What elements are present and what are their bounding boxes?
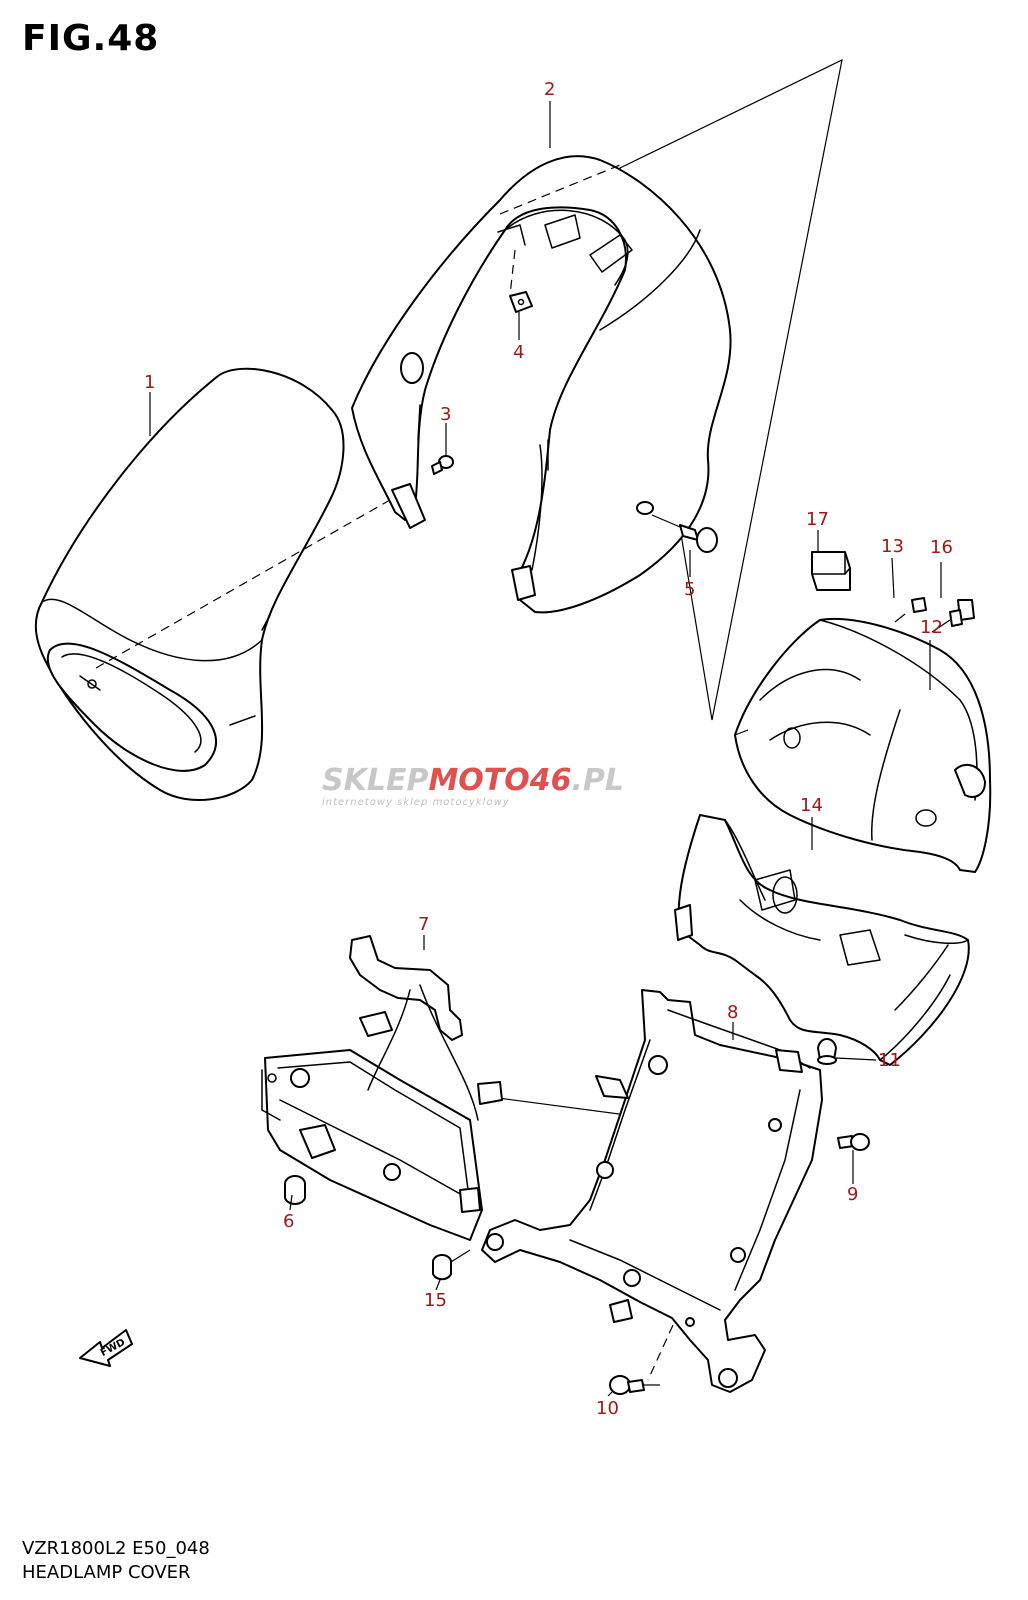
figure-title: FIG.48 bbox=[22, 18, 160, 59]
part-17-pad bbox=[811, 551, 851, 591]
callout-7: 7 bbox=[418, 914, 429, 935]
fit-line-housing-top bbox=[499, 164, 621, 215]
callout-4: 4 bbox=[513, 342, 524, 363]
model-code: VZR1800L2 E50_048 bbox=[22, 1538, 210, 1559]
watermark-part-3: 46 bbox=[529, 763, 572, 798]
fit-line-bracket-bolt bbox=[647, 1324, 674, 1381]
part-16-grommet bbox=[931, 599, 975, 633]
part-6-collar bbox=[284, 1175, 306, 1205]
part-10-bolt bbox=[609, 1375, 660, 1395]
callout-10: 10 bbox=[596, 1398, 619, 1419]
part-5-fastener bbox=[651, 514, 718, 553]
callout-2: 2 bbox=[544, 79, 555, 100]
part-9-bolt bbox=[837, 1133, 870, 1151]
fwd-arrow-icon: FWD bbox=[79, 1329, 133, 1367]
callout-1: 1 bbox=[144, 372, 155, 393]
figure-caption: HEADLAMP COVER bbox=[22, 1562, 191, 1583]
part-12-inner-cover bbox=[734, 617, 992, 873]
part-15-collar bbox=[432, 1249, 471, 1281]
callout-16: 16 bbox=[930, 537, 953, 558]
callout-13: 13 bbox=[881, 536, 904, 557]
part-14-lower-panel bbox=[674, 814, 970, 1066]
watermark-part-4: .PL bbox=[572, 763, 625, 798]
part-2-headlamp-housing bbox=[351, 155, 732, 614]
callout-12: 12 bbox=[920, 617, 943, 638]
part-11-grommet bbox=[817, 1038, 837, 1065]
fit-line-clip bbox=[509, 249, 516, 296]
part-13-nut bbox=[894, 597, 927, 623]
callout-6: 6 bbox=[283, 1211, 294, 1232]
callout-11: 11 bbox=[878, 1050, 901, 1071]
part-4-clip bbox=[509, 291, 533, 313]
svg-text:SKLEPMOTO46.PL: SKLEPMOTO46.PL bbox=[322, 763, 624, 798]
part-3-screw bbox=[431, 455, 454, 475]
callout-15: 15 bbox=[424, 1290, 447, 1311]
part-8-lower-bracket bbox=[481, 989, 823, 1393]
watermark-part-1: SKLEP bbox=[322, 763, 428, 798]
watermark: SKLEPMOTO46.PL internetowy sklep motocyk… bbox=[322, 763, 624, 808]
callout-8: 8 bbox=[727, 1002, 738, 1023]
callout-3: 3 bbox=[440, 404, 451, 425]
callout-9: 9 bbox=[847, 1184, 858, 1205]
callout-14: 14 bbox=[800, 795, 823, 816]
callout-numbers: 2 1 3 4 5 17 13 16 12 14 7 8 11 9 6 15 1… bbox=[144, 79, 953, 1419]
watermark-part-2: MOTO bbox=[428, 763, 529, 798]
part-1-headlamp-shell bbox=[34, 367, 345, 801]
callout-17: 17 bbox=[806, 509, 829, 530]
watermark-tagline: internetowy sklep motocyklowy bbox=[322, 797, 510, 808]
fit-line-shell-housing bbox=[95, 499, 391, 669]
part-7-upper-bracket bbox=[261, 935, 503, 1241]
leader-lines bbox=[149, 101, 942, 1397]
callout-5: 5 bbox=[684, 579, 695, 600]
